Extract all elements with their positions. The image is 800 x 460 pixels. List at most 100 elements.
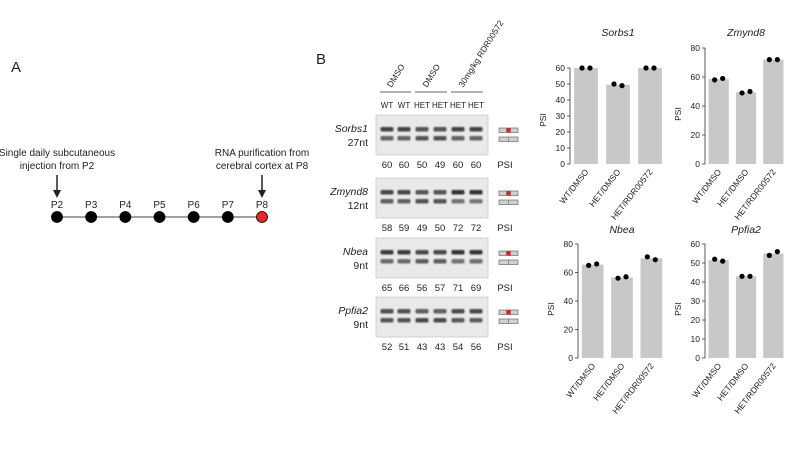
skipped-isoform-icon — [498, 136, 519, 142]
stage-node — [187, 211, 200, 223]
y-tick-label: 40 — [556, 95, 566, 105]
replicate-point — [611, 81, 617, 87]
band-skipped — [397, 318, 411, 323]
bar — [574, 68, 598, 164]
included-isoform-icon — [498, 190, 519, 196]
band-included — [433, 309, 447, 314]
bar — [763, 59, 784, 164]
y-tick-label: 10 — [556, 143, 566, 153]
band-skipped — [397, 199, 411, 204]
band-skipped — [415, 259, 429, 264]
y-axis-label: PSI — [546, 302, 556, 316]
chart-title: Zmynd8 — [726, 27, 765, 39]
replicate-point — [615, 275, 621, 281]
stage-node — [119, 211, 132, 223]
y-axis-label: PSI — [673, 302, 683, 316]
psi-value: 58 — [382, 223, 393, 234]
replicate-point — [720, 75, 726, 82]
chart-zmynd8: Zmynd8020406080PSIWT/DMSOHET/DMSOHET/RDR… — [673, 27, 784, 222]
replicate-point — [579, 65, 585, 71]
chart-title: Sorbs1 — [601, 27, 634, 39]
stage-node — [221, 211, 234, 223]
y-tick-label: 40 — [564, 296, 574, 306]
band-skipped — [380, 136, 394, 141]
bar — [581, 264, 604, 358]
psi-value: 59 — [399, 223, 410, 234]
gene-label: Nbea — [343, 246, 368, 258]
replicate-point — [774, 57, 780, 63]
lane-label: WT — [398, 101, 411, 110]
skipped-isoform-icon — [498, 259, 519, 265]
band-included — [469, 250, 483, 255]
replicate-point — [643, 65, 649, 71]
replicate-point — [766, 57, 772, 63]
y-tick-label: 0 — [560, 159, 565, 169]
stage-label: P3 — [85, 200, 98, 211]
band-skipped — [433, 136, 447, 141]
gel-image — [375, 237, 489, 279]
band-skipped — [469, 199, 483, 204]
stage-label: P2 — [51, 200, 64, 211]
psi-value: 60 — [453, 160, 464, 171]
band-skipped — [469, 259, 483, 264]
y-tick-label: 0 — [695, 353, 700, 363]
replicate-point — [644, 254, 650, 260]
psi-bar-charts: Sorbs10102030405060PSIWT/DMSOHET/DMSOHET… — [538, 27, 784, 416]
skipped-isoform-icon — [498, 318, 519, 324]
gene-label: Ppfia2 — [338, 305, 368, 317]
psi-value: 49 — [417, 223, 428, 234]
band-included — [415, 309, 429, 314]
replicate-point — [739, 90, 745, 96]
replicate-point — [712, 77, 718, 83]
purification-text-line-2: cerebral cortex at P8 — [216, 161, 309, 172]
band-skipped — [433, 318, 447, 323]
psi-value: 65 — [382, 283, 393, 294]
chart-ppfia2: Ppfia20102030405060PSIWT/DMSOHET/DMSOHET… — [673, 224, 784, 416]
band-included — [433, 250, 447, 255]
bar — [638, 68, 662, 164]
band-included — [380, 309, 394, 314]
psi-value: 72 — [453, 223, 464, 234]
lane-label: HET — [450, 101, 466, 110]
lane-label: HET — [432, 101, 448, 110]
band-skipped — [415, 318, 429, 323]
y-tick-label: 60 — [691, 72, 701, 82]
psi-value: 60 — [471, 160, 482, 171]
band-skipped — [415, 136, 429, 141]
panel-b-letter: B — [316, 51, 326, 68]
replicate-point — [651, 65, 657, 71]
y-tick-label: 80 — [564, 239, 574, 249]
psi-value: 66 — [399, 283, 410, 294]
band-skipped — [451, 259, 465, 264]
gene-label: Sorbs1 — [335, 123, 368, 135]
lane-label: HET — [468, 101, 484, 110]
bar — [708, 79, 729, 164]
gene-label: Zmynd8 — [329, 186, 368, 198]
replicate-point — [747, 273, 753, 279]
stage-node — [153, 211, 166, 223]
treatment-label: 30mg/kg RDR00572 — [456, 18, 505, 89]
replicate-point — [594, 261, 600, 267]
band-skipped — [451, 136, 465, 141]
y-tick-label: 50 — [691, 258, 701, 268]
included-isoform-icon — [498, 250, 519, 256]
included-isoform-icon — [498, 127, 519, 133]
psi-value: 50 — [417, 160, 428, 171]
gel-image — [375, 296, 489, 338]
replicate-point — [586, 262, 592, 268]
stage-label: P4 — [119, 200, 132, 211]
psi-label: PSI — [497, 283, 512, 294]
stage-label: P8 — [256, 200, 269, 211]
y-axis-label: PSI — [538, 113, 548, 127]
band-included — [415, 127, 429, 132]
psi-value: 60 — [382, 160, 393, 171]
skipped-isoform-icon — [498, 199, 519, 205]
stage-node — [51, 211, 63, 223]
band-skipped — [469, 318, 483, 323]
replicate-point — [712, 256, 718, 262]
